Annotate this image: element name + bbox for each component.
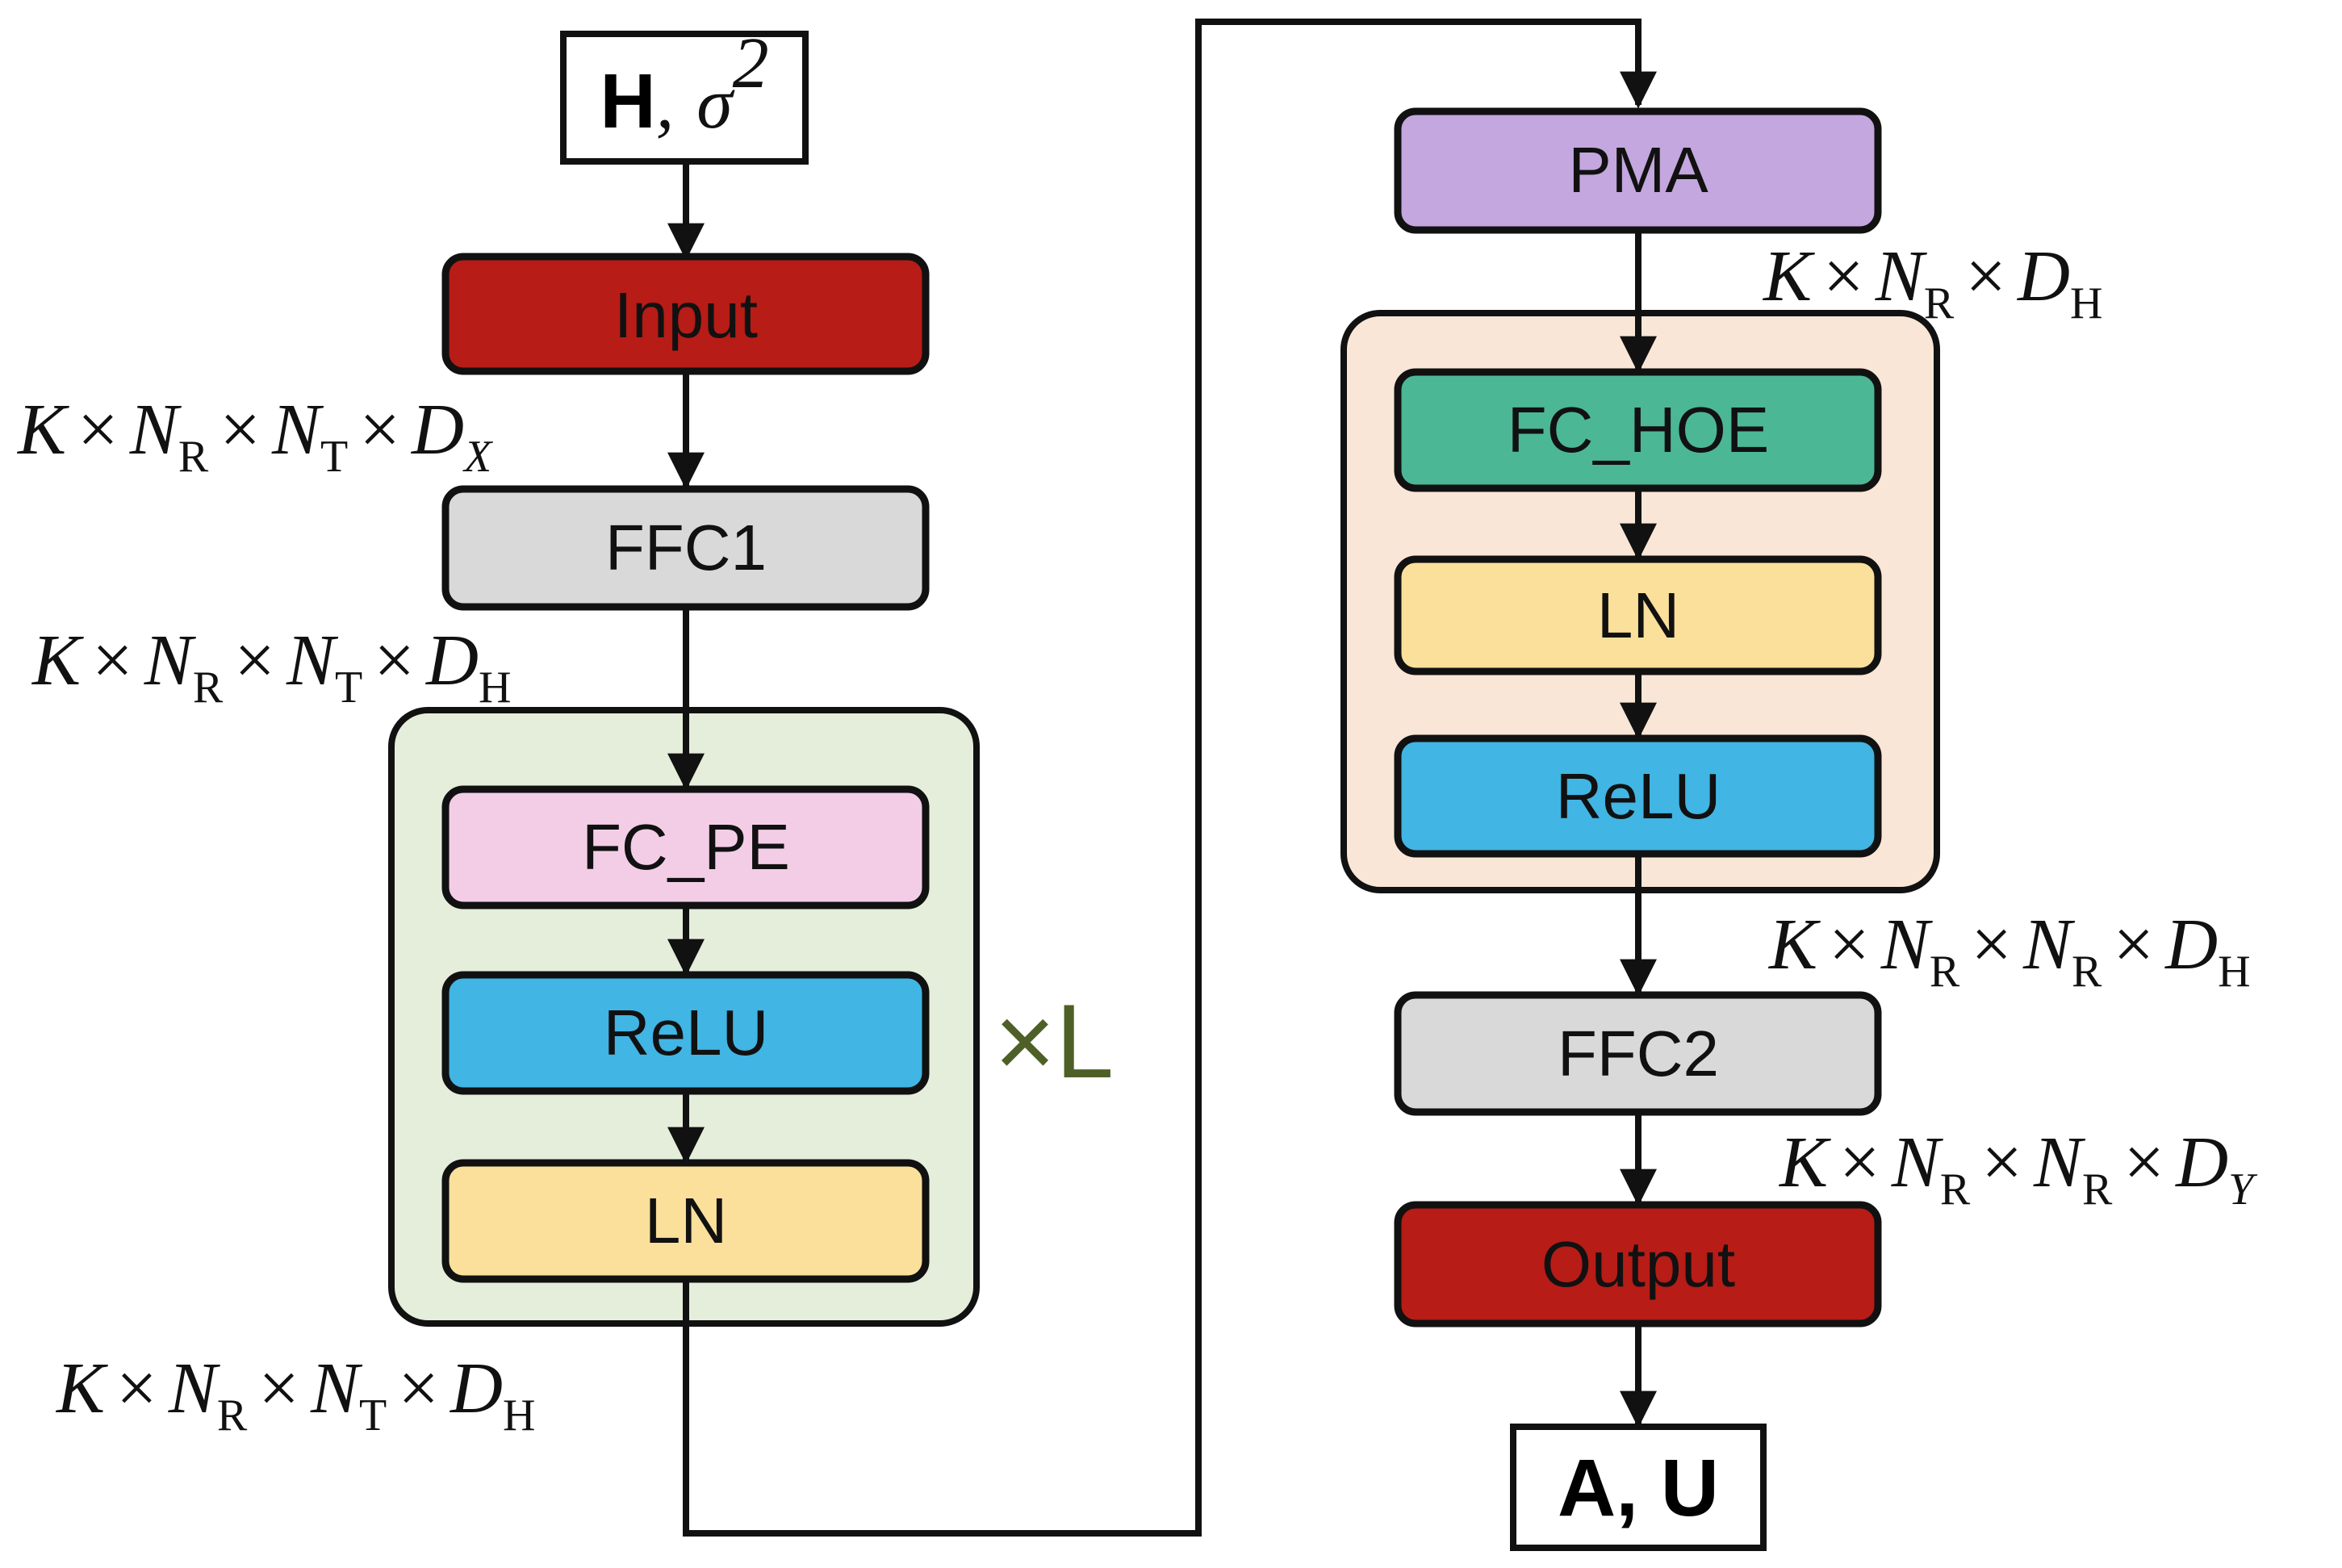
input-symbol-h: H: [600, 58, 655, 144]
output-symbol-box: A, U: [1510, 1424, 1767, 1551]
input-symbol-sep: ,: [656, 64, 675, 144]
ffc2-block: FFC2: [1394, 991, 1882, 1116]
pma-label: PMA: [1568, 134, 1708, 206]
relu-label-left: ReLU: [604, 997, 769, 1068]
svg-text:H,σ2: H, σ2: [600, 23, 768, 144]
ffc1-label: FFC1: [605, 512, 767, 583]
repeat-label: ×L: [994, 982, 1114, 1100]
dim-after-input: K×NR×NT×DX: [16, 390, 494, 482]
ffc2-label: FFC2: [1558, 1018, 1719, 1089]
input-symbol-sigma: σ: [696, 64, 735, 144]
fc-hoe-label: FC_HOE: [1508, 394, 1770, 466]
input-block: Input: [441, 253, 930, 375]
dim-after-ffc1: K×NR×NT×DH: [31, 621, 511, 713]
ln-label-right: LN: [1597, 579, 1679, 651]
relu-label-right: ReLU: [1556, 760, 1721, 832]
fc-hoe-block: FC_HOE: [1394, 368, 1882, 492]
input-symbol-box: H, σ2: [560, 23, 809, 165]
output-symbol: A, U: [1558, 1443, 1719, 1533]
dim-after-relu-right: K×NR×NR×DH: [1767, 905, 2251, 997]
ln-block-left: LN: [441, 1159, 930, 1283]
connectors: [667, 19, 1657, 1537]
ln-block-right: LN: [1394, 555, 1882, 675]
output-label: Output: [1541, 1228, 1735, 1300]
input-label: Input: [614, 279, 758, 351]
fc-pe-block: FC_PE: [441, 785, 930, 909]
relu-block-left: ReLU: [441, 971, 930, 1095]
pma-block: PMA: [1394, 107, 1882, 234]
relu-block-right: ReLU: [1394, 734, 1882, 858]
connector-left-to-right: [683, 19, 1657, 1537]
fc-pe-label: FC_PE: [582, 811, 790, 883]
ln-label-left: LN: [645, 1185, 727, 1256]
dim-after-ffc2: K×NR×NR×DY: [1778, 1123, 2258, 1215]
ffc1-block: FFC1: [441, 485, 930, 611]
dim-after-pma: K×NR×DH: [1762, 236, 2102, 328]
output-block: Output: [1394, 1201, 1882, 1328]
dim-after-ln-left: K×NR×NT×DH: [55, 1348, 535, 1440]
input-symbol-exponent: 2: [733, 23, 769, 103]
